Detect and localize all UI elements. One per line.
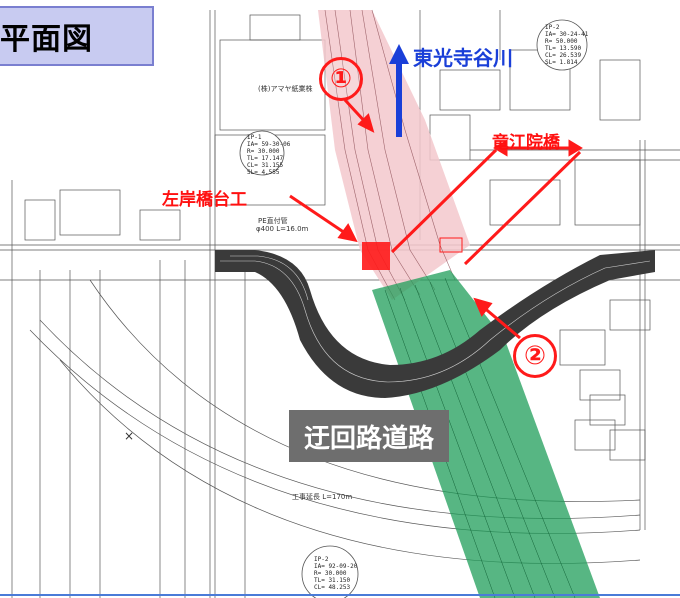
ip2-bottom-line: R= 30.000	[314, 570, 347, 577]
x-mark: ×	[124, 429, 134, 443]
ip2-bottom-line: IP-2	[314, 556, 329, 563]
ip1-line: R= 30.000	[247, 148, 280, 155]
title-box: 平面図	[0, 6, 154, 66]
bridge-label: 竜江院橋	[492, 133, 560, 153]
building-label: (株)アマヤ紙業株	[258, 85, 313, 93]
ip1-line: IP-1	[247, 134, 262, 141]
abutment-label: 左岸橋台工	[162, 190, 247, 210]
ip2-bottom-line: CL= 48.253	[314, 584, 351, 591]
ip2-bottom-table: IP-2 IA= 92-09-20 R= 30.000 TL= 31.150 C…	[314, 556, 357, 591]
marker-one: ①	[319, 57, 363, 101]
abutment-mark	[362, 242, 390, 270]
ip2-bottom-line: TL= 31.150	[314, 577, 351, 584]
ip2-top-line: TL= 13.590	[545, 45, 582, 52]
ip2-top-table: IP-2 IA= 30-24-41 R= 50.000 TL= 13.590 C…	[545, 24, 588, 66]
green-zone	[372, 270, 600, 598]
ip2-top-line: IP-2	[545, 24, 560, 31]
detour-road-lines	[220, 255, 651, 383]
bottom-border	[0, 594, 680, 596]
ip1-line: IA= 59-30-06	[247, 141, 291, 148]
detour-road	[215, 250, 655, 398]
ip2-bottom-circle	[301, 545, 359, 598]
ip2-top-line: R= 50.000	[545, 38, 578, 45]
ip2-bottom-line: IA= 92-09-20	[314, 563, 358, 570]
red-arrows	[289, 98, 583, 340]
ip1-circle	[239, 130, 285, 176]
construction-length-label: 工事延長 L=170m	[292, 493, 353, 501]
ip2-top-line: IA= 30-24-41	[545, 31, 589, 38]
bridge-mark	[439, 237, 463, 253]
river-flow-arrow	[389, 44, 409, 137]
ip1-table: IP-1 IA= 59-30-06 R= 30.000 TL= 17.147 C…	[247, 134, 290, 176]
ip1-line: SL= 4.555	[247, 169, 280, 176]
ip2-top-line: CL= 26.539	[545, 52, 582, 59]
marker-two: ②	[513, 334, 557, 378]
ip2-top-circle	[536, 19, 588, 71]
pipe-label: PE直付管	[258, 217, 288, 225]
page-title: 平面図	[0, 22, 93, 57]
river-label: 東光寺谷川	[413, 46, 513, 70]
ip1-line: CL= 31.155	[247, 162, 284, 169]
detour-label: 迂回路道路	[289, 410, 449, 462]
pipe-size-label: φ400 L=16.0m	[256, 225, 309, 233]
ip1-line: TL= 17.147	[247, 155, 284, 162]
ip2-top-line: SL= 1.814	[545, 59, 578, 66]
